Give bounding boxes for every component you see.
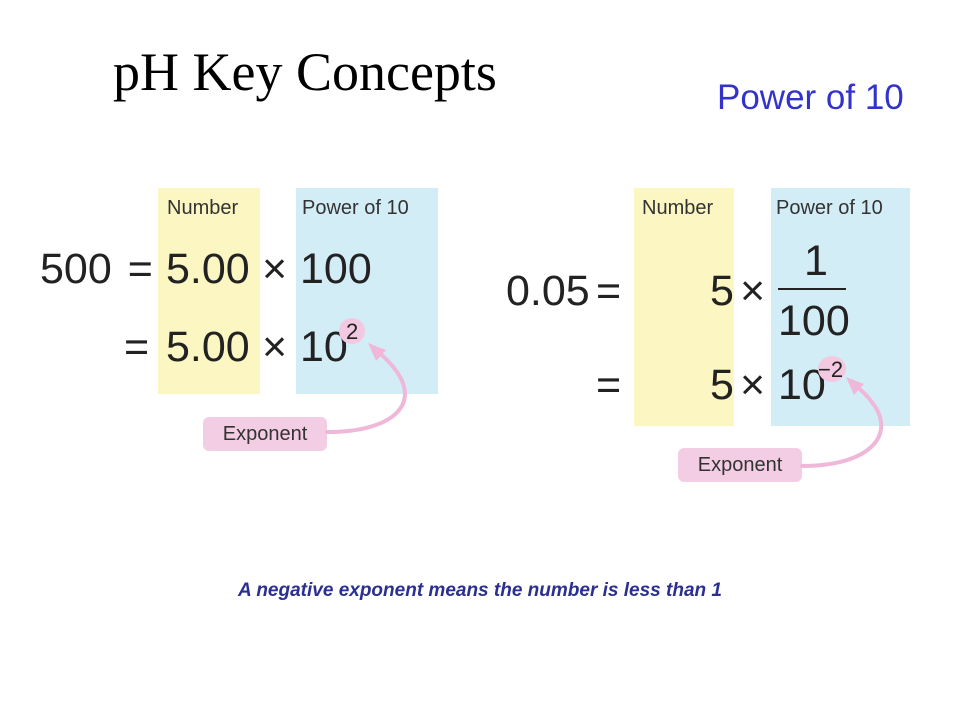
times-sign: × [740,267,766,315]
fraction-bar [778,288,846,290]
power-column-header: Power of 10 [302,197,409,219]
times-sign: × [262,245,288,293]
number-value: 5 [710,361,734,409]
times-sign: × [740,361,766,409]
times-sign: × [262,323,288,371]
number-column-header: Number [642,197,714,219]
equals-sign: = [124,323,150,371]
caption: A negative exponent means the number is … [238,580,722,601]
power-value: 100 [300,245,372,293]
power-column-header: Power of 10 [776,197,883,219]
equals-sign: = [127,245,153,293]
slide-subtitle: Power of 10 [717,78,904,117]
fraction-numerator: 1 [804,237,828,285]
number-value: 5 [710,267,734,315]
equals-sign: = [596,361,622,409]
number-value: 5.00 [166,323,250,371]
equation-row-1: 500 = [40,244,157,294]
number-column-band [158,188,260,394]
exponent-highlight [339,318,365,344]
fraction-denominator: 100 [778,297,850,345]
number-value: 5.00 [166,245,250,293]
exponent-value: 2 [346,319,359,344]
number-column-band [634,188,734,426]
exponent-highlight [818,356,846,382]
exponent-value: −2 [818,357,844,382]
slide-title: pH Key Concepts [113,42,497,102]
equals-sign: = [596,267,622,315]
number-column-header: Number [167,197,239,219]
exponent-label: Exponent [678,448,802,482]
lhs-value: 0.05 [506,267,590,315]
exponent-label: Exponent [203,417,327,451]
lhs-value: 500 [40,245,112,293]
